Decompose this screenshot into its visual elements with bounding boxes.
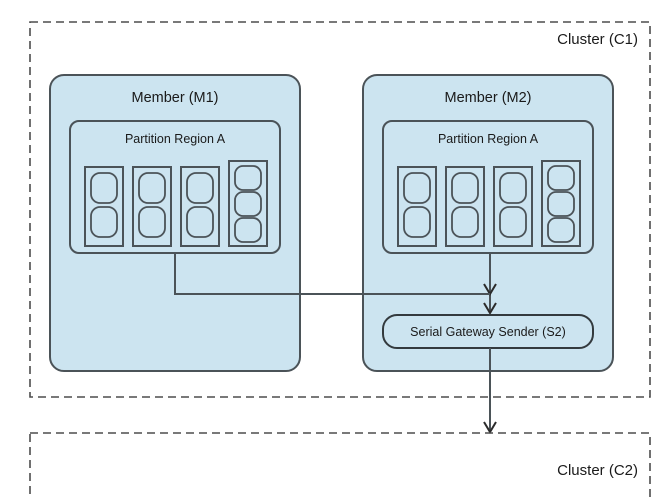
member-m1-label: Member (M1) [131,90,218,106]
m2-bucket-column-1[interactable] [397,166,437,247]
m2-bucket-3-2 [499,206,527,238]
m2-bucket-column-4[interactable] [541,160,581,247]
m1-bucket-3-2 [186,206,214,238]
serial-gateway-sender-s2-box[interactable] [382,314,594,349]
m2-partition-region-a-label: Partition Region A [438,132,539,146]
cluster-c1-label: Cluster (C1) [557,31,638,48]
m1-bucket-3-1 [186,172,214,204]
m2-bucket-2-2 [451,206,479,238]
member-m2-label: Member (M2) [444,90,531,106]
m2-bucket-1-2 [403,206,431,238]
m1-bucket-2-2 [138,206,166,238]
m1-bucket-column-4[interactable] [228,160,268,247]
m1-partition-region-a-label: Partition Region A [125,132,226,146]
m2-bucket-4-3 [547,217,575,243]
arrowhead-into-cluster-c2 [483,421,497,434]
m2-bucket-column-2[interactable] [445,166,485,247]
m2-bucket-3-1 [499,172,527,204]
m2-bucket-1-1 [403,172,431,204]
m1-bucket-4-2 [234,191,262,217]
m2-bucket-column-3[interactable] [493,166,533,247]
cluster-c2-label: Cluster (C2) [557,462,638,479]
m1-bucket-1-1 [90,172,118,204]
m1-bucket-column-3[interactable] [180,166,220,247]
m2-bucket-4-2 [547,191,575,217]
cluster-c1-boundary [29,21,651,398]
m1-bucket-4-1 [234,165,262,191]
m1-bucket-column-1[interactable] [84,166,124,247]
m1-bucket-2-1 [138,172,166,204]
m2-bucket-4-1 [547,165,575,191]
serial-gateway-sender-s2-label: Serial Gateway Sender (S2) [410,325,566,339]
connector-m1-region-to-sender [174,253,490,295]
m1-bucket-1-2 [90,206,118,238]
m2-bucket-2-1 [451,172,479,204]
cluster-c2-boundary [29,432,651,498]
m1-bucket-4-3 [234,217,262,243]
m1-bucket-column-2[interactable] [132,166,172,247]
arrowhead-into-sender [483,302,497,315]
